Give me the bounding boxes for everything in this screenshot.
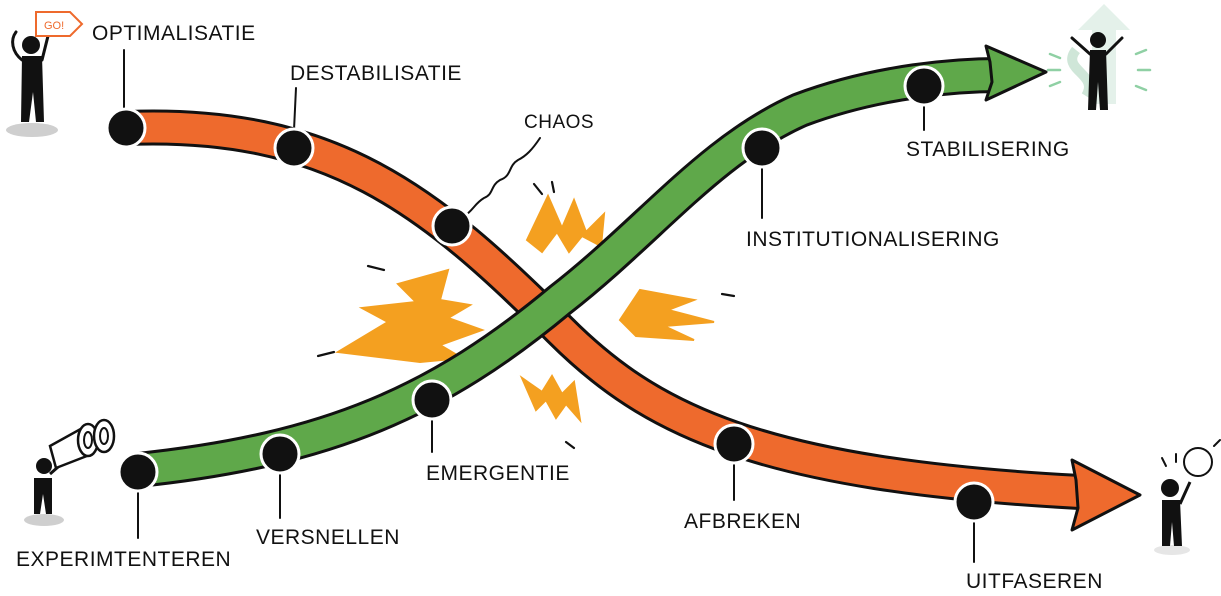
dot-stabilisering	[903, 65, 945, 107]
label-chaos: CHAOS	[524, 112, 594, 133]
label-stabilisering: STABILISERING	[906, 138, 1070, 161]
dot-chaos	[431, 205, 473, 247]
binoculars-icon	[48, 418, 116, 470]
dot-experimtenteren	[117, 451, 159, 493]
decline-arrowhead	[1070, 458, 1142, 532]
label-optimalisatie: OPTIMALISATIE	[92, 22, 256, 45]
leader-chaos	[461, 137, 541, 219]
label-versnellen: VERSNELLEN	[256, 526, 400, 549]
label-afbreken: AFBREKEN	[684, 510, 801, 533]
burst-right	[618, 288, 715, 341]
label-uitfaseren: UITFASEREN	[966, 570, 1103, 593]
go-sign-icon	[35, 11, 84, 37]
dot-institutionalisering	[741, 127, 783, 169]
dot-emergentie	[411, 379, 453, 421]
dot-optimalisatie	[105, 107, 147, 149]
growth-arrowhead	[984, 44, 1048, 102]
figure-compass	[1154, 439, 1221, 555]
figure-go-sign: GO!	[6, 11, 84, 137]
label-destabilisatie: DESTABILISATIE	[290, 62, 462, 85]
chaos-burst	[316, 180, 736, 450]
figure-binoculars	[24, 418, 116, 526]
growth-curve	[120, 44, 1048, 488]
label-experimtenteren: EXPERIMTENTEREN	[16, 548, 231, 571]
burst-bottom	[519, 374, 582, 424]
dot-afbreken	[713, 423, 755, 465]
leader-destabilisatie	[293, 87, 297, 131]
dot-destabilisatie	[273, 127, 315, 169]
label-institutionalisering: INSTITUTIONALISERING	[746, 228, 1000, 251]
label-emergentie: EMERGENTIE	[426, 462, 570, 485]
figure-growth	[1046, 4, 1152, 110]
compass-icon	[1183, 447, 1213, 477]
burst-left	[334, 268, 485, 364]
dot-uitfaseren	[953, 481, 995, 523]
go-sign-text: GO!	[44, 20, 64, 32]
burst-top	[525, 193, 606, 254]
dot-versnellen	[259, 433, 301, 475]
